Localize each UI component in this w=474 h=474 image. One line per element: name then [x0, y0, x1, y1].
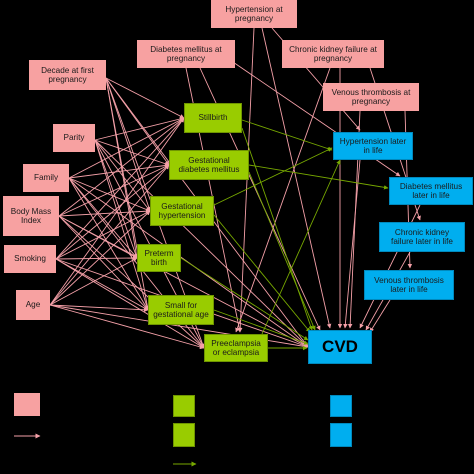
- edge-factor-0-outcome-0: [105, 77, 185, 119]
- edge-factor-2-outcome-3: [68, 177, 138, 259]
- edges-group: [49, 27, 421, 351]
- edge-preeclampsia-htn-later: [261, 159, 341, 335]
- edge-stillbirth-htn-later: [241, 119, 333, 151]
- node-small-for-gestational-age: Small for gestational age: [148, 295, 214, 325]
- node-ckd-at-pregnancy: Chronic kidney failure at pregnancy: [282, 40, 384, 68]
- edge-factor-4-outcome-5: [55, 258, 205, 349]
- edge-factor-2-outcome-2: [68, 177, 151, 212]
- edge-ckd-preg-preeclampsia: [235, 67, 331, 333]
- edge-factor-5-outcome-3: [49, 257, 138, 306]
- node-gestational-hypertension: Gestational hypertension: [150, 196, 214, 226]
- legend-later-life-swatch-1: [330, 395, 352, 417]
- node-hypertension-later-in-life: Hypertension later in life: [333, 132, 413, 160]
- node-preterm-birth: Preterm birth: [137, 244, 181, 272]
- edge-factor-3-outcome-4: [58, 215, 149, 311]
- edge-factor-2-outcome-1: [68, 163, 170, 179]
- edge-factor-5-outcome-1: [49, 164, 170, 306]
- edge-vt-later-cvd: [369, 299, 391, 333]
- node-diabetes-later-in-life: Diabetes mellitus later in life: [389, 177, 473, 205]
- edge-htn-later-cvd: [343, 159, 361, 329]
- edge-factor-5-outcome-5: [49, 304, 205, 350]
- node-cvd: CVD: [308, 330, 372, 364]
- edge-factor-2-outcome-0: [68, 117, 185, 179]
- edge-ghtn-htn-later: [213, 147, 333, 206]
- edge-factor-3-outcome-2: [58, 208, 151, 217]
- legend-maternal-factor-swatch: [14, 393, 40, 416]
- node-ckd-later-in-life: Chronic kidney failure later in life: [379, 222, 465, 252]
- legend-pregnancy-outcome-swatch-2: [173, 423, 195, 447]
- edge-factor-4-outcome-1: [55, 164, 170, 260]
- edge-preterm-cvd: [180, 257, 309, 341]
- node-body-mass-index: Body Mass Index: [3, 196, 59, 236]
- node-family: Family: [23, 164, 69, 192]
- node-venous-thrombosis-later-in-life: Venous thrombosis later in life: [364, 270, 454, 300]
- edge-factor-4-outcome-2: [55, 210, 151, 260]
- edge-factor-1-outcome-3: [94, 139, 138, 259]
- node-decade-first-pregnancy: Decade at first pregnancy: [29, 60, 106, 90]
- node-stillbirth: Stillbirth: [184, 103, 242, 133]
- node-smoking: Smoking: [4, 245, 56, 273]
- node-preeclampsia: Preeclampsia or eclampsia: [204, 334, 268, 362]
- edge-htn-preg-preeclampsia: [237, 27, 255, 333]
- edge-factor-0-outcome-2: [105, 77, 151, 212]
- legend-later-life-swatch-2: [330, 423, 352, 447]
- edge-ghtn-cvd: [213, 214, 311, 333]
- edge-factor-1-outcome-2: [94, 139, 151, 212]
- edge-factor-1-outcome-4: [94, 139, 149, 311]
- node-hypertension-at-pregnancy: Hypertension at pregnancy: [211, 0, 297, 28]
- edge-gdm-cvd: [248, 171, 316, 331]
- node-parity: Parity: [53, 124, 95, 152]
- node-gestational-diabetes: Gestational diabetes mellitus: [169, 150, 249, 180]
- node-age: Age: [16, 290, 50, 320]
- legend-pregnancy-outcome-swatch-1: [173, 395, 195, 417]
- edge-gdm-dm-later: [248, 164, 389, 190]
- edge-factor-4-outcome-4: [55, 258, 149, 311]
- edge-factor-3-outcome-1: [58, 164, 170, 217]
- edge-factor-5-outcome-2: [49, 210, 151, 306]
- edge-factor-3-cvd: [58, 215, 309, 348]
- edge-factor-1-outcome-1: [94, 139, 170, 166]
- edge-factor-2-outcome-4: [68, 177, 149, 311]
- edge-factor-5-outcome-4: [49, 304, 149, 313]
- edge-stillbirth-cvd: [241, 127, 313, 331]
- edge-factor-1-outcome-0: [94, 116, 185, 141]
- edge-htn-preg-cvd: [261, 27, 332, 329]
- edge-sga-cvd: [213, 309, 309, 345]
- edge-factor-4-outcome-3: [55, 255, 138, 261]
- edge-factor-3-outcome-0: [58, 117, 185, 217]
- node-venous-thrombosis-at-pregnancy: Venous thrombosis at pregnancy: [323, 83, 419, 111]
- edge-factor-4-outcome-0: [55, 117, 185, 260]
- edge-factor-1-cvd: [94, 139, 309, 348]
- node-diabetes-at-pregnancy: Diabetes mellitus at pregnancy: [137, 40, 235, 68]
